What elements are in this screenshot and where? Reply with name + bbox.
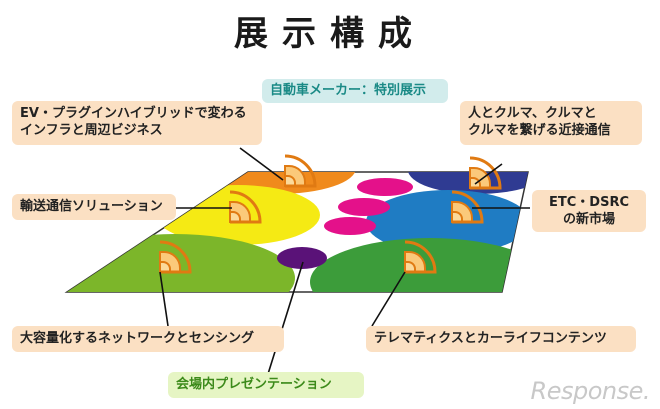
label-sensing: 大容量化するネットワークとセンシング xyxy=(12,326,284,352)
automaker-circle xyxy=(324,217,376,235)
zone-telematics xyxy=(310,238,528,292)
label-people: 人とクルマ、クルマと クルマを繋げる近接通信 xyxy=(460,101,642,145)
automaker-circle xyxy=(338,198,390,216)
automaker-circle xyxy=(357,178,413,196)
label-automaker: 自動車メーカー：特別展示 xyxy=(262,79,448,103)
response-watermark-logo: Response. xyxy=(530,377,651,405)
leader-lines xyxy=(159,147,530,375)
label-presentation: 会場内プレゼンテーション xyxy=(168,372,364,398)
zone-ev xyxy=(200,172,356,194)
label-ev: EV・プラグインハイブリッドで変わる インフラと周辺ビジネス xyxy=(12,101,262,145)
zone-people xyxy=(408,172,528,194)
label-telematics: テレマティクスとカーライフコンテンツ xyxy=(366,326,636,352)
presentation-circle xyxy=(277,247,327,269)
page-title: 展示構成 xyxy=(234,14,426,54)
label-transport: 輸送通信ソリューション xyxy=(12,194,176,220)
label-etc: ETC・DSRC の新市場 xyxy=(532,190,646,232)
zone-etc xyxy=(366,190,528,254)
